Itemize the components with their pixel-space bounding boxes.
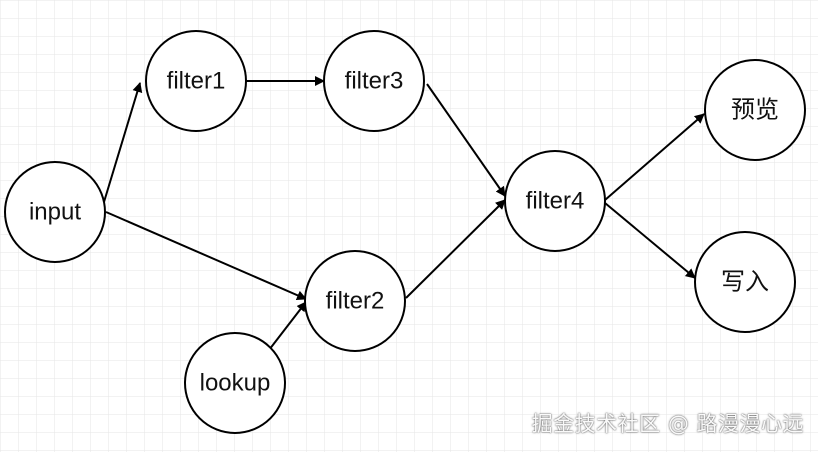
node-filter2-circle: [304, 250, 406, 352]
node-filter3[interactable]: filter3: [323, 30, 425, 132]
edge-input-filter1: [103, 82, 143, 203]
edge-filter2-filter4: [405, 199, 506, 299]
node-filter1-label: filter1: [167, 68, 226, 95]
watermark-text: 掘金技术社区 @ 路漫漫心远: [531, 412, 804, 436]
node-filter2-label: filter2: [326, 288, 385, 315]
node-lookup[interactable]: lookup: [184, 332, 286, 434]
node-write-circle: [694, 231, 796, 333]
node-lookup-label: lookup: [200, 370, 271, 397]
node-write-label: 写入: [721, 269, 769, 296]
node-preview-label: 预览: [731, 97, 779, 124]
node-write[interactable]: 写入: [694, 231, 796, 333]
node-input-circle: [4, 161, 106, 263]
node-filter3-circle: [323, 30, 425, 132]
node-filter4-label: filter4: [526, 188, 585, 215]
node-filter3-label: filter3: [345, 68, 404, 95]
edge-input-filter2: [105, 211, 307, 300]
node-filter2[interactable]: filter2: [304, 250, 406, 352]
node-filter1[interactable]: filter1: [145, 30, 247, 132]
node-input[interactable]: input: [4, 161, 106, 263]
node-lookup-circle: [184, 332, 286, 434]
node-preview-circle: [704, 59, 806, 161]
node-filter4-circle: [504, 150, 606, 252]
node-input-label: input: [29, 199, 81, 226]
node-filter1-circle: [145, 30, 247, 132]
edge-lookup-filter2: [268, 301, 307, 351]
edge-filter4-preview: [604, 113, 705, 201]
node-preview[interactable]: 预览: [704, 59, 806, 161]
edges-layer: [103, 76, 705, 351]
node-filter4[interactable]: filter4: [504, 150, 606, 252]
edge-filter3-filter4: [426, 83, 506, 197]
edge-filter4-write: [604, 202, 696, 279]
